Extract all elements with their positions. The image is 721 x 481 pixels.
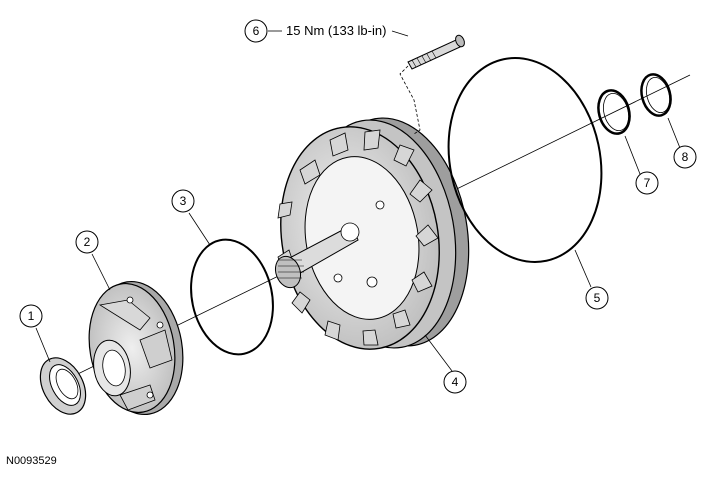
part-1-seal (39, 357, 87, 415)
callout-4-label: 4 (452, 375, 459, 389)
part-7-sealing-ring (597, 89, 631, 135)
callout-5-label: 5 (594, 291, 601, 305)
callout-2: 2 (75, 230, 99, 254)
shaft-splines (278, 259, 304, 279)
part-8-sealing-ring (640, 73, 672, 117)
callout-4: 4 (443, 370, 467, 394)
callout-1-label: 1 (28, 309, 35, 323)
callout-8-label: 8 (682, 150, 689, 164)
part-6-bolt (399, 34, 465, 135)
figure-id: N0093529 (6, 455, 57, 467)
callout-7: 7 (635, 171, 659, 195)
part-5-large-o-ring (447, 57, 603, 263)
callout-1: 1 (19, 304, 43, 328)
leader-lines (35, 30, 681, 372)
part-4-pump-housing (274, 117, 470, 350)
callout-7-label: 7 (644, 176, 651, 190)
callout-2-label: 2 (84, 235, 91, 249)
torque-spec: 15 Nm (133 lb-in) (286, 23, 386, 38)
part-3-o-ring (190, 238, 274, 356)
callout-3: 3 (171, 189, 195, 213)
callout-6: 6 (244, 19, 268, 43)
callout-3-label: 3 (180, 194, 187, 208)
part-2-pump-cover (88, 280, 184, 416)
callout-5: 5 (585, 286, 609, 310)
callout-6-label: 6 (253, 24, 260, 38)
callout-8: 8 (673, 145, 697, 169)
